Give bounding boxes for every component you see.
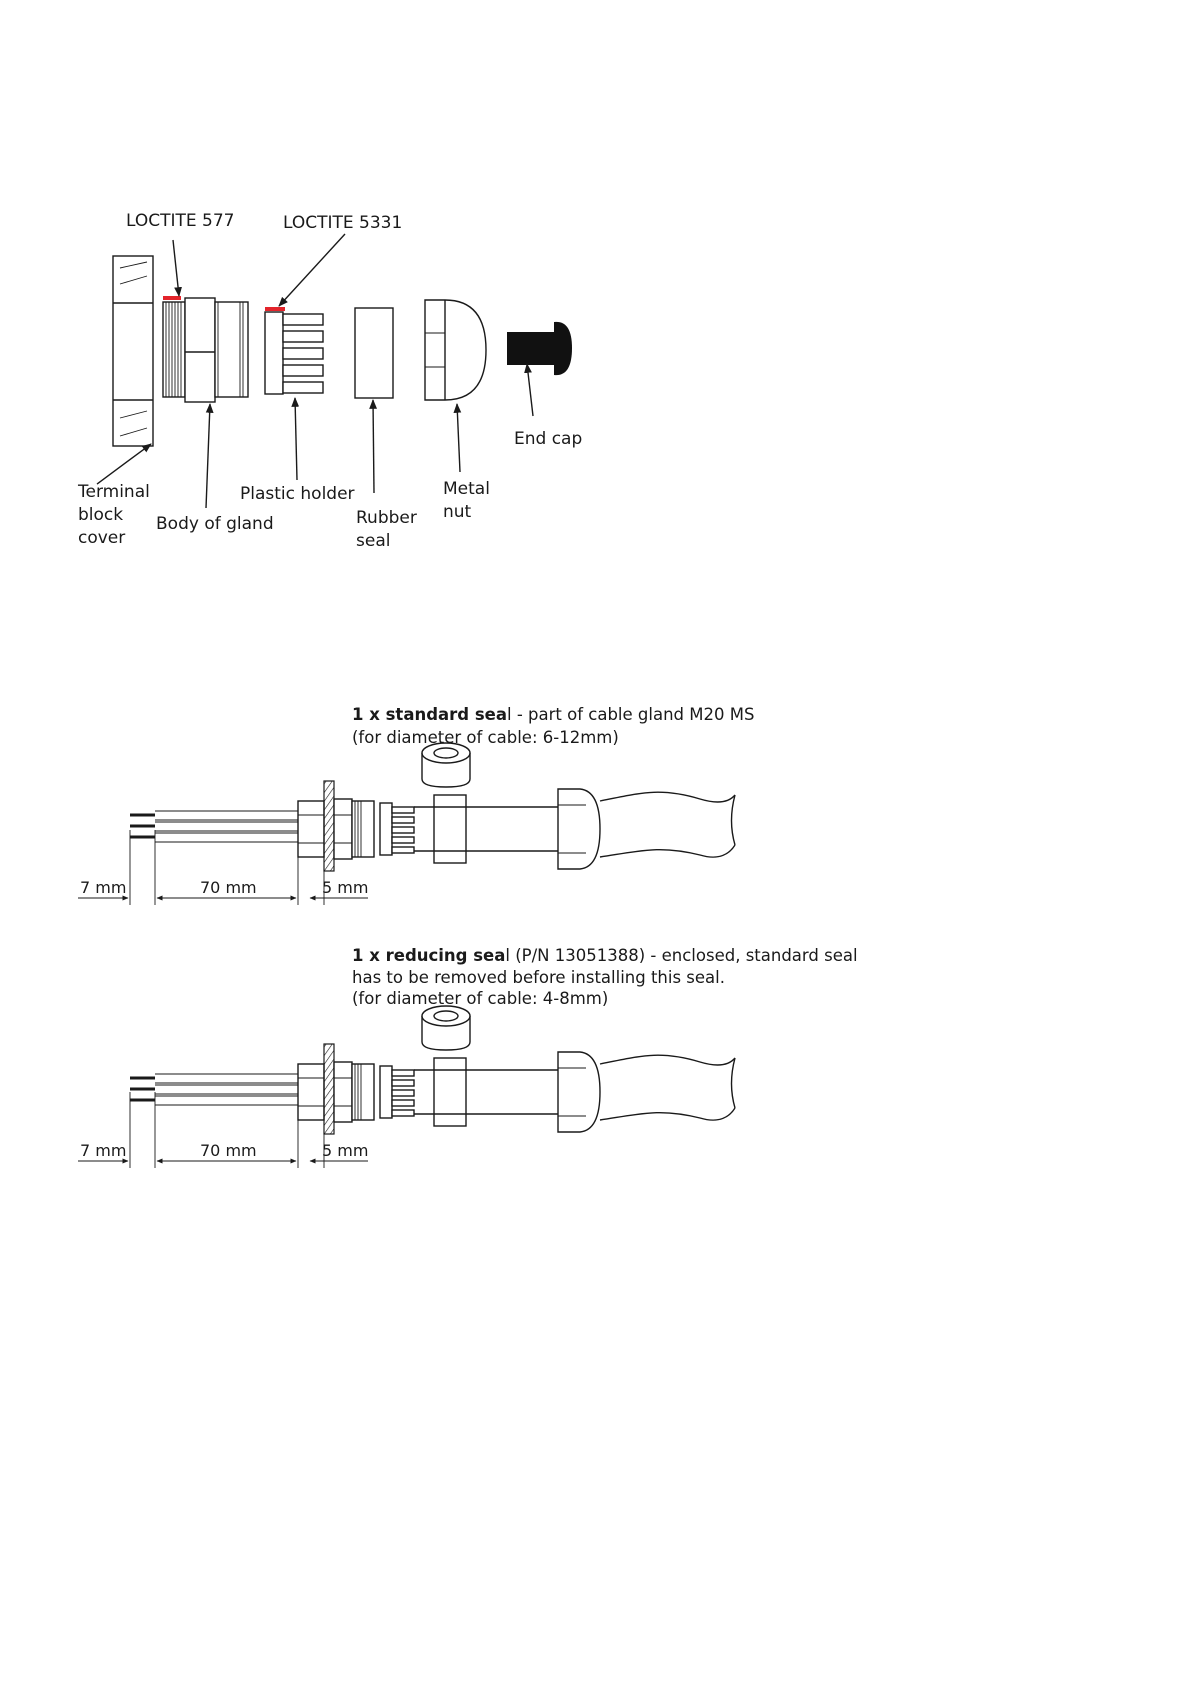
terminal-block-cover-label-2: block bbox=[78, 505, 123, 525]
reducing-seal-caption-line3: (for diameter of cable: 4-8mm) bbox=[352, 989, 608, 1008]
terminal-block-cover-part bbox=[112, 255, 154, 447]
terminal-block-cover-label-1: Terminal bbox=[77, 482, 150, 502]
standard-seal-assembly bbox=[128, 741, 737, 873]
reducing-seal-caption-rest: l (P/N 13051388) - enclosed, standard se… bbox=[505, 946, 857, 965]
dim-70mm: 70 mm bbox=[200, 1141, 257, 1160]
standard-seal-caption-line2: (for diameter of cable: 6-12mm) bbox=[352, 728, 619, 747]
standard-seal-section: 1 x standard seal - part of cable gland … bbox=[78, 705, 754, 905]
reducing-seal-section: 1 x reducing seal (P/N 13051388) - enclo… bbox=[78, 946, 858, 1168]
rubber-seal-label-1: Rubber bbox=[356, 508, 417, 528]
standard-seal-dimensions: 7 mm 70 mm 5 mm bbox=[78, 830, 368, 905]
dim-70mm: 70 mm bbox=[200, 878, 257, 897]
dim-5mm: 5 mm bbox=[322, 878, 368, 897]
metal-nut-part bbox=[424, 299, 487, 401]
reducing-seal-dimensions: 7 mm 70 mm 5 mm bbox=[78, 1092, 368, 1168]
loctite-5331-marker bbox=[265, 307, 285, 311]
plastic-holder-label: Plastic holder bbox=[240, 484, 355, 504]
loctite-577-marker bbox=[163, 296, 181, 300]
reducing-seal-caption: 1 x reducing seal (P/N 13051388) - enclo… bbox=[352, 946, 858, 965]
plastic-holder-part bbox=[264, 307, 324, 395]
metal-nut-label-2: nut bbox=[443, 502, 472, 522]
end-cap-part bbox=[507, 321, 572, 376]
loctite-5331-label: LOCTITE 5331 bbox=[283, 213, 402, 233]
metal-nut-label-1: Metal bbox=[443, 479, 490, 499]
terminal-block-cover-label-3: cover bbox=[78, 528, 125, 548]
standard-seal-caption: 1 x standard seal - part of cable gland … bbox=[352, 705, 754, 724]
standard-seal-caption-bold: 1 x standard sea bbox=[352, 705, 507, 724]
reducing-seal-assembly bbox=[128, 1004, 737, 1136]
loctite-577-label: LOCTITE 577 bbox=[126, 211, 235, 231]
rubber-seal-label-2: seal bbox=[356, 531, 390, 551]
rubber-seal-part bbox=[354, 307, 394, 399]
end-cap-label: End cap bbox=[514, 429, 582, 449]
body-of-gland-part bbox=[162, 296, 249, 403]
dim-5mm: 5 mm bbox=[322, 1141, 368, 1160]
dim-7mm: 7 mm bbox=[80, 878, 126, 897]
reducing-seal-caption-line2: has to be removed before installing this… bbox=[352, 968, 725, 987]
standard-seal-caption-rest: l - part of cable gland M20 MS bbox=[507, 705, 754, 724]
exploded-view: LOCTITE 577 LOCTITE 5331 End cap Termina… bbox=[77, 211, 582, 551]
reducing-seal-caption-bold: 1 x reducing sea bbox=[352, 946, 505, 965]
body-of-gland-label: Body of gland bbox=[156, 514, 274, 534]
dim-7mm: 7 mm bbox=[80, 1141, 126, 1160]
